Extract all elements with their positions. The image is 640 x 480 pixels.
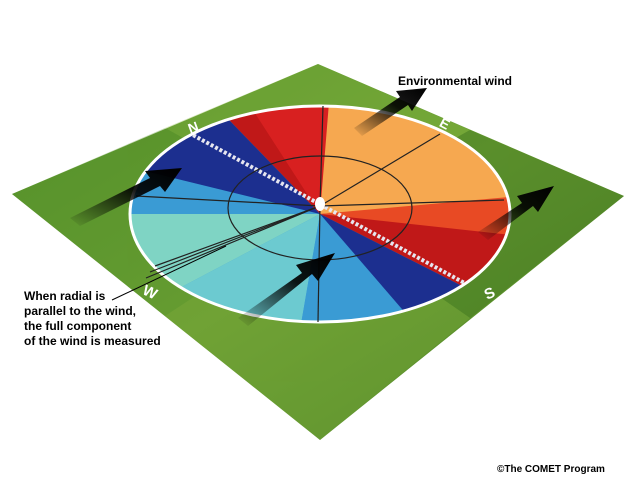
wind-arrow-east [478, 186, 554, 240]
radial-callout: When radial is parallel to the wind, the… [24, 289, 161, 348]
callout-line-4: of the wind is measured [24, 334, 161, 348]
radials [135, 105, 505, 323]
radar-site [315, 197, 325, 211]
credit-text: ©The COMET Program [497, 464, 605, 475]
wind-arrow-center [238, 253, 335, 326]
callout-line-2: parallel to the wind, [24, 304, 136, 318]
callout-leader-line [111, 245, 227, 301]
wind-arrow-west [70, 168, 182, 226]
environmental-wind-label: Environmental wind [398, 74, 512, 88]
callout-line-1: When radial is [24, 289, 106, 303]
callout-line-3: the full component [24, 319, 131, 333]
wind-arrow-north [354, 88, 427, 136]
